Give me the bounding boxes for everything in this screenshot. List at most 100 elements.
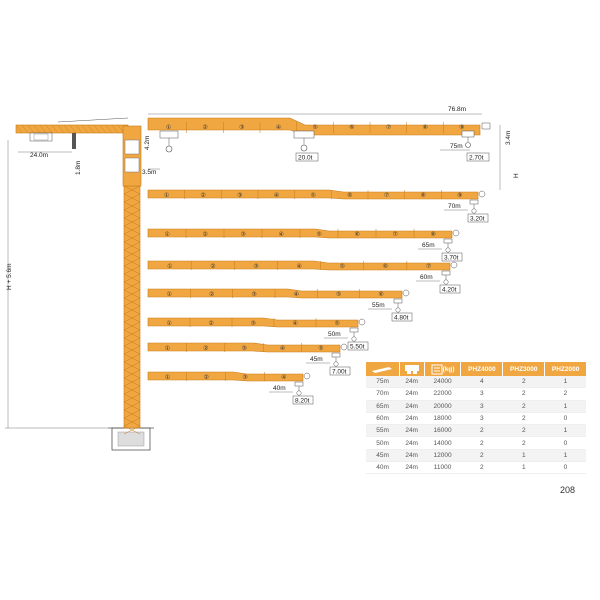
- table-cell: 4: [460, 376, 503, 389]
- table-cell: 0: [544, 436, 586, 450]
- hook-icon: [443, 279, 449, 285]
- jib-section-label: ①: [167, 291, 172, 298]
- jib-section-label: ③: [242, 345, 247, 352]
- radius-label: 70m: [448, 203, 461, 210]
- top-jib-section-label: ⑤: [313, 124, 318, 131]
- hook-icon: [445, 247, 451, 253]
- radius-label: 60m: [420, 274, 433, 281]
- header-phz2000: PHZ2000: [544, 362, 586, 376]
- header-counter-icon: [399, 362, 425, 376]
- jib-section-label: ⑥: [355, 231, 360, 238]
- table-cell: 2: [460, 449, 503, 463]
- table-cell: 2: [502, 387, 545, 401]
- jib-section-label: ③: [251, 291, 256, 298]
- table-cell: 22000: [424, 387, 461, 401]
- table-cell: 24m: [399, 412, 425, 426]
- jib-section-label: ④: [279, 231, 284, 238]
- jib-section-label: ②: [203, 345, 208, 352]
- table-cell: 24m: [399, 400, 425, 413]
- counter-jib: [15, 117, 131, 149]
- table-cell: 24m: [399, 449, 425, 463]
- table-cell: 2: [460, 461, 503, 475]
- table-cell: 2: [502, 424, 545, 438]
- end-radius-label: 75m: [450, 143, 463, 150]
- table-cell: 2: [460, 436, 503, 450]
- load-label: 7.00t: [332, 369, 347, 376]
- jib-body: [147, 260, 451, 271]
- offset-label: 3.5m: [142, 169, 156, 176]
- table-cell: 2: [502, 376, 545, 389]
- load-box: [439, 284, 461, 294]
- jib-section-label: ②: [209, 320, 214, 327]
- table-cell: 2: [460, 424, 503, 438]
- trolley-icon: [331, 352, 341, 358]
- table-cell: 2: [502, 400, 545, 413]
- head-height-label: 4.2m: [144, 136, 151, 150]
- trolley-icon: [293, 130, 315, 152]
- jib-section-label: ②: [204, 374, 209, 381]
- jib-section-label: ⑤: [317, 231, 322, 238]
- top-jib-section-label: ①: [166, 124, 171, 131]
- jib-section-label: ④: [280, 345, 285, 352]
- right-h-label: H: [513, 173, 520, 178]
- top-jib-section-label: ④: [276, 124, 281, 131]
- jib-section-label: ①: [165, 374, 170, 381]
- jib-body: [147, 317, 359, 328]
- counter-jib-label: 24.0m: [30, 152, 48, 159]
- radius-label: 65m: [422, 242, 435, 249]
- jib-section-label: ⑦: [426, 263, 431, 270]
- radius-label: 50m: [328, 331, 341, 338]
- hook-icon: [296, 390, 302, 396]
- trolley-icon: [349, 327, 359, 333]
- table-cell: 3: [460, 400, 503, 413]
- top-length-label: 76.8m: [448, 106, 466, 113]
- crane-cab: [122, 125, 142, 187]
- header-phz3000: PHZ3000: [502, 362, 546, 376]
- radius-label: 55m: [372, 302, 385, 309]
- load-box: [329, 366, 351, 376]
- top-jib-section-label: ⑦: [386, 124, 391, 131]
- table-cell: 65m: [366, 400, 400, 413]
- jib-section-label: ①: [165, 345, 170, 352]
- table-cell: 0: [544, 412, 586, 426]
- jib-tip-icon: [452, 229, 460, 237]
- table-cell: 16000: [424, 424, 461, 438]
- table-cell: 45m: [366, 449, 400, 463]
- jib-section-label: ⑥: [347, 192, 352, 199]
- jib-section-label: ④: [293, 320, 298, 327]
- jib-tip-icon: [402, 289, 410, 297]
- trolley-icon: [393, 298, 403, 304]
- table-cell: 1: [544, 376, 586, 389]
- jib-section-label: ⑦: [393, 231, 398, 238]
- load-box: [347, 341, 369, 351]
- table-cell: 24000: [424, 376, 461, 389]
- jib-tip-icon: [450, 261, 458, 269]
- jib-section-label: ③: [251, 320, 256, 327]
- jib-tip-icon: [478, 190, 486, 198]
- mid-load-label: 20.0t: [298, 155, 313, 162]
- jib-section-label: ⑨: [457, 192, 462, 199]
- tower-height-label: H + 5.6m: [6, 263, 13, 290]
- radius-label: 45m: [310, 356, 323, 363]
- table-cell: 2: [544, 387, 586, 401]
- table-cell: 11000: [424, 461, 461, 475]
- table-cell: 24m: [399, 376, 425, 389]
- radius-label: 40m: [273, 385, 286, 392]
- trolley-icon: [443, 238, 453, 244]
- load-label: 3.20t: [470, 216, 485, 223]
- jib-section-label: ②: [201, 192, 206, 199]
- jib-section-label: ⑥: [378, 291, 383, 298]
- jib-section-label: ①: [167, 320, 172, 327]
- table-cell: 70m: [366, 387, 400, 401]
- hook-icon: [333, 361, 339, 367]
